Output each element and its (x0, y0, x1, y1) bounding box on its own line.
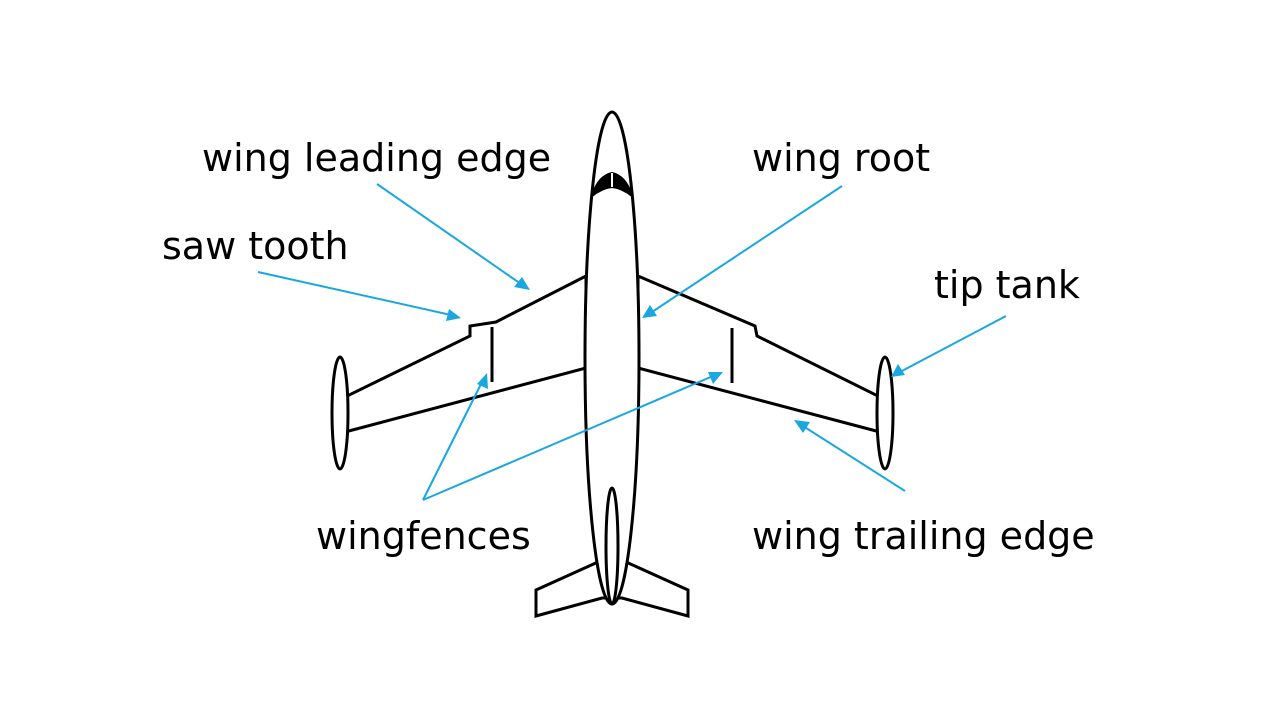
right-wing (636, 273, 882, 434)
leader-saw-tooth (257, 271, 461, 321)
vertical-fin (604, 486, 620, 606)
left-wing (343, 273, 588, 434)
label-wing-root: wing root (752, 136, 931, 180)
label-wing-leading-edge: wing leading edge (202, 136, 552, 180)
leader-tip-tank (891, 315, 1007, 377)
leader-wingfence-left (422, 373, 488, 501)
right-tip-tank (875, 355, 895, 471)
label-wing-trailing-edge: wing trailing edge (752, 514, 1095, 558)
leader-wing-leading-edge (376, 183, 530, 290)
label-tip-tank: tip tank (934, 263, 1080, 307)
leader-wingfence-right (422, 372, 723, 501)
left-tip-tank (330, 355, 350, 471)
leader-wing-trailing-edge (794, 420, 906, 492)
label-saw-tooth: saw tooth (162, 224, 349, 268)
label-wingfences: wingfences (316, 514, 531, 558)
leader-wing-root (642, 185, 843, 318)
